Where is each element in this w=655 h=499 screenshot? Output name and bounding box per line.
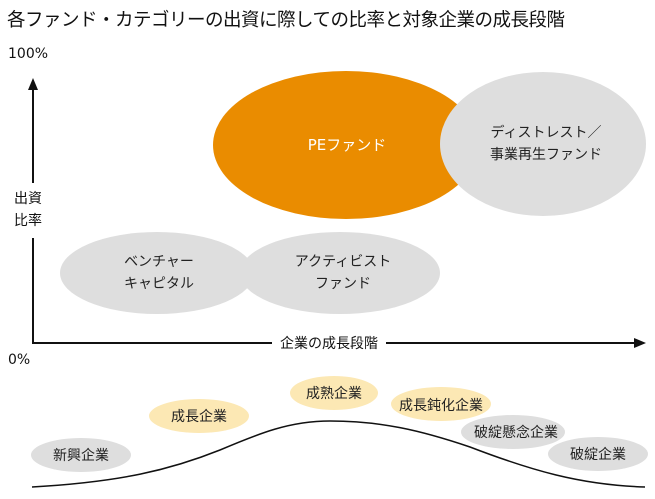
pe-fund-label-line1: PEファンド	[307, 136, 387, 154]
stage-label-bankrupt: 破綻企業	[570, 447, 626, 463]
stage-bubble-mature	[290, 376, 378, 410]
y-axis-label-line1: 出資	[14, 191, 42, 207]
lifecycle-curve	[31, 420, 646, 488]
pe-fund-ellipse	[213, 71, 479, 219]
stage-bubble-distress-risk	[461, 415, 565, 449]
venture-capital-label-line2: キャピタル	[124, 276, 194, 292]
y-axis-label-line2: 比率	[14, 213, 42, 229]
stage-label-growth: 成長企業	[171, 409, 227, 425]
venture-capital-ellipse	[60, 232, 254, 314]
distressed-fund-label-line2: 事業再生ファンド	[490, 147, 602, 163]
venture-capital-label: ベンチャー キャピタル	[124, 251, 194, 295]
distressed-fund-ellipse	[440, 72, 646, 216]
x-axis-arrow-icon	[634, 338, 646, 348]
activist-fund-ellipse	[240, 232, 440, 314]
pe-fund-label: PEファンド	[308, 134, 387, 156]
y-axis-max-label: 100%	[8, 46, 49, 62]
venture-capital-label-line1: ベンチャー	[124, 254, 194, 270]
stage-label-distress-risk: 破綻懸念企業	[474, 425, 558, 441]
stage-bubble-slowing	[391, 387, 491, 421]
activist-fund-label-line2: ファンド	[315, 276, 371, 292]
stage-label-mature: 成熟企業	[306, 386, 362, 402]
stage-bubble-bankrupt	[548, 437, 648, 471]
stage-label-slowing: 成長鈍化企業	[399, 398, 483, 414]
y-axis-label: 出資 比率	[14, 188, 42, 232]
y-axis-arrow-icon	[28, 78, 38, 90]
distressed-fund-label: ディストレスト／ 事業再生ファンド	[490, 122, 602, 166]
activist-fund-label: アクティビスト ファンド	[295, 251, 391, 295]
stage-bubble-growth	[149, 399, 249, 433]
y-axis-min-label: 0%	[8, 352, 31, 368]
stage-bubble-emerging	[31, 438, 131, 472]
distressed-fund-label-line1: ディストレスト／	[490, 125, 602, 141]
activist-fund-label-line1: アクティビスト	[294, 254, 392, 270]
stage-label-emerging: 新興企業	[53, 448, 109, 464]
x-axis-label: 企業の成長段階	[272, 333, 386, 353]
diagram-title: 各ファンド・カテゴリーの出資に際しての比率と対象企業の成長段階	[7, 10, 565, 31]
